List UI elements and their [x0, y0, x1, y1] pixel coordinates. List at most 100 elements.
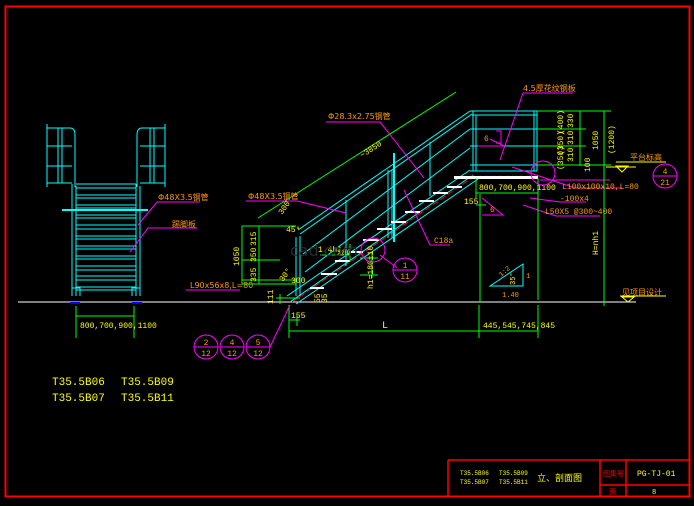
slope-ratio-side: 1: [526, 273, 530, 281]
tb-page: 8: [652, 489, 656, 497]
plat-width-value: 800,700,900,1100: [479, 184, 556, 193]
atlas-codes: T35.5B06 T35.5B09 T35.5B07 T35.5B11: [52, 377, 174, 405]
label-ground-note: 见项目设计: [622, 287, 662, 297]
drawing-frame: [4, 5, 691, 498]
slope-triangle: [488, 263, 524, 287]
svg-text:5: 5: [256, 339, 261, 348]
left-handrail: [46, 124, 76, 187]
foot-dim-35: 35: [321, 293, 330, 303]
code-2: T35.5B09: [121, 377, 174, 389]
rail-dim-335: 335: [250, 267, 259, 282]
platform-deck: [454, 176, 538, 179]
label-checkered-plate: 4.5厚花纹钢板: [523, 83, 576, 93]
code-1: T35.5B06: [52, 377, 105, 389]
plat-dim-350b: (350): [557, 146, 566, 170]
svg-text:21: 21: [660, 179, 670, 188]
label-pipe-28: Φ28.3x2.75钢管: [328, 111, 391, 121]
plat-dim-1050: 1050: [592, 131, 601, 150]
rail-dim-111: 111: [267, 289, 276, 304]
tb-title: 立、剖面图: [537, 472, 582, 484]
stringer-centerline: [291, 174, 477, 303]
tb-drawing-no-label: 图集号: [603, 469, 624, 478]
label-pipe-48-main: Φ48X3.5钢管: [248, 191, 299, 201]
weld-symbols: [478, 130, 505, 216]
svg-text:1: 1: [403, 262, 408, 271]
bottom-dim-155: 155: [291, 312, 306, 321]
title-block: T35.5B06 T35.5B09 T35.5B07 T35.5B11 立、剖面…: [447, 459, 689, 497]
left-width-dimension: [75, 306, 135, 338]
rail-dim-350: 350: [250, 247, 259, 262]
platform-dimensions: [475, 110, 611, 306]
svg-text:2: 2: [204, 339, 209, 348]
rail-angle-45: 45°: [286, 226, 300, 235]
label-angle-l100: L100x100x10,L=80: [562, 183, 639, 192]
plat-dim-155: 155: [464, 198, 479, 207]
detail-callouts: 1 11 4 21 2 12 4 12 5 12: [193, 160, 678, 360]
label-angle-brace: L50X5 @300~400: [545, 208, 612, 217]
tb-drawing-no: PG-TJ-01: [637, 470, 676, 479]
run-dimensions: [288, 305, 539, 338]
stair-treads: [310, 176, 472, 289]
rail-dim-1050: 1050: [233, 247, 242, 266]
svg-text:4: 4: [230, 339, 235, 348]
plat-dim-400: (400): [557, 110, 566, 134]
svg-text:11: 11: [400, 273, 410, 282]
left-view-leaders: [129, 201, 240, 291]
foot-dim-55: 55: [314, 293, 323, 303]
run-end-value: 445,545,745,845: [483, 322, 555, 331]
step-rise-label: 1.4h1: [318, 246, 342, 255]
svg-text:4: 4: [663, 168, 668, 177]
label-angle-l90: L90x56x8,L=80: [190, 281, 253, 290]
step-tread-value: 280: [337, 249, 352, 258]
stringers: [71, 184, 141, 296]
plat-dim-H: H=nh1: [592, 231, 601, 255]
plat-dim-310b: 310: [567, 147, 576, 162]
right-handrail: [136, 124, 166, 187]
h1-value: h1=180±10: [367, 246, 376, 289]
callout-5-12[interactable]: 5 12: [245, 334, 271, 360]
left-view: [46, 124, 166, 296]
callout-1-11[interactable]: 1 11: [392, 257, 418, 283]
weld-6-top: 6: [484, 135, 489, 144]
tb-code-2: T35.5B09: [499, 470, 528, 477]
weld-6-bottom: 6: [490, 206, 495, 215]
plat-dim-1200: (1200): [608, 125, 617, 154]
label-platform-elevation: 平台标高: [630, 152, 662, 162]
svg-text:12: 12: [253, 350, 263, 359]
plat-dim-100: 100: [584, 157, 593, 172]
rail-height-dimensions: [241, 225, 378, 304]
callout-4-12[interactable]: 4 12: [219, 334, 245, 360]
slope-ratio-bottom: 1.40: [502, 292, 519, 300]
code-4: T35.5B11: [121, 393, 174, 405]
step-small-300: 300: [291, 277, 306, 286]
svg-text:12: 12: [227, 350, 237, 359]
plat-dim-350a: (350): [557, 131, 566, 155]
plat-dim-310a: 310: [567, 130, 576, 145]
tb-code-3: T35.5B07: [460, 479, 489, 486]
ground-marker: [620, 295, 666, 303]
label-flat-bar: -100x4: [560, 195, 589, 204]
slope-length-value: ~3850: [359, 140, 384, 161]
stair-stringer: [286, 169, 479, 305]
label-pipe-48: Φ48X3.5钢管: [158, 192, 209, 202]
tb-page-label: 页: [609, 488, 616, 496]
callout-ring-platform: [530, 160, 556, 186]
callout-2-12[interactable]: 2 12: [193, 334, 219, 360]
rail-top-300: 300: [277, 200, 293, 217]
main-view-leaders: [246, 92, 622, 246]
svg-text:12: 12: [201, 350, 211, 359]
tb-code-1: T35.5B06: [460, 470, 489, 477]
slope-angle: 35°: [509, 272, 518, 285]
platform-elevation-marker: [606, 161, 666, 173]
slope-dimension-line: [257, 91, 457, 219]
left-view-steps: [76, 183, 136, 291]
label-channel: C18a: [434, 237, 453, 246]
label-guard-plate: 踢脚板: [172, 219, 196, 229]
handrail-posts: [295, 142, 431, 296]
watermark: cad.com: [290, 241, 358, 260]
platform: [470, 110, 538, 177]
callout-4-21[interactable]: 4 21: [652, 163, 678, 189]
code-3: T35.5B07: [52, 393, 105, 405]
rail-dim-315: 315: [250, 231, 259, 246]
